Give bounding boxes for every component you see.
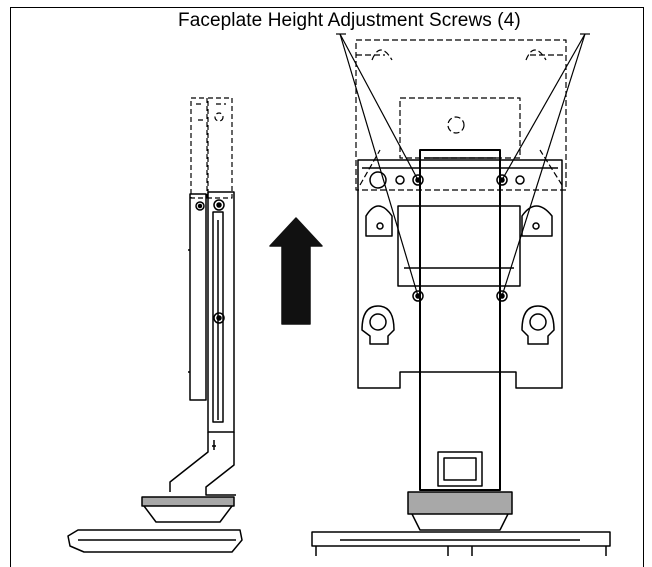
side-raised-faceplate-dashed (190, 97, 233, 199)
up-arrow (269, 217, 323, 325)
front-faceplate (357, 159, 563, 389)
front-keyholes (361, 205, 555, 345)
side-faceplate (189, 193, 207, 401)
front-column (407, 149, 513, 531)
side-view (67, 97, 243, 553)
front-base (311, 531, 611, 556)
side-rail (207, 191, 235, 433)
side-base (67, 496, 243, 553)
front-view (311, 39, 611, 556)
screws-callout-label: Faceplate Height Adjustment Screws (4) (178, 10, 521, 31)
side-neck (169, 432, 236, 496)
diagram-frame (10, 7, 644, 567)
front-screws (369, 171, 525, 302)
side-screws (195, 199, 225, 324)
callout-leaders (336, 33, 590, 297)
